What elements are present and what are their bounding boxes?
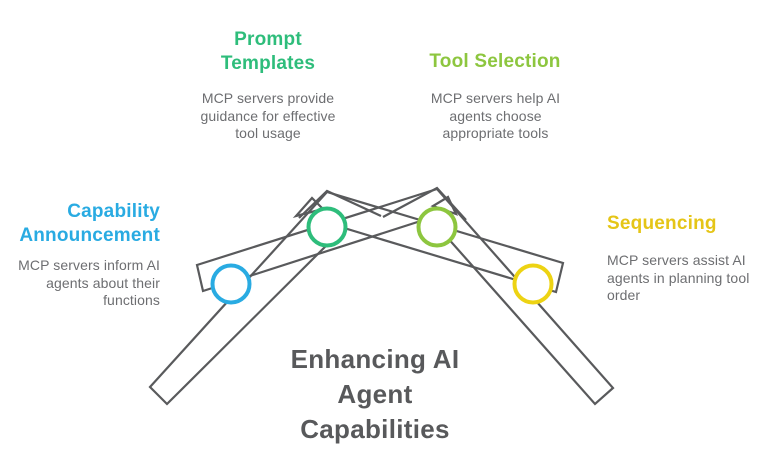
capability-announcement-description: MCP servers inform AI agents about their… [18,257,160,308]
flag-triangle-left [292,196,326,218]
sequencing-node [512,263,554,305]
capability-announcement-node [210,263,252,305]
capability-announcement-title: Capability Announcement [0,200,160,248]
page-title: Enhancing AI Agent Capabilities [275,342,475,447]
peak-outline-right [382,186,467,221]
page-title-line: Enhancing AI [290,344,460,374]
page-title-line: Agent [337,379,413,409]
tool-selection-title-line: Tool Selection [429,51,561,72]
capability-announcement-title-line: Announcement [19,225,160,246]
milestone-nodes [210,206,554,305]
sequencing-title-line: Sequencing [607,213,717,234]
prompt-templates-description: MCP servers provide guidance for effecti… [200,90,336,141]
page-title-line: Capabilities [300,414,450,444]
tool-selection-description: MCP servers help AI agents choose approp… [430,90,561,141]
capability-announcement-title-line: Capability [67,201,160,222]
tool-selection-title: Tool Selection [410,50,580,74]
sequencing-description: MCP servers assist AI agents in planning… [607,252,750,303]
prompt-templates-title-line: Templates [220,53,316,74]
prompt-templates-title: Prompt Templates [193,28,343,76]
sequencing-title: Sequencing [607,212,757,236]
prompt-templates-title-line: Prompt [234,29,302,50]
peak-outline-left [298,189,382,219]
tool-selection-node [416,206,458,248]
prompt-templates-node [306,206,348,248]
